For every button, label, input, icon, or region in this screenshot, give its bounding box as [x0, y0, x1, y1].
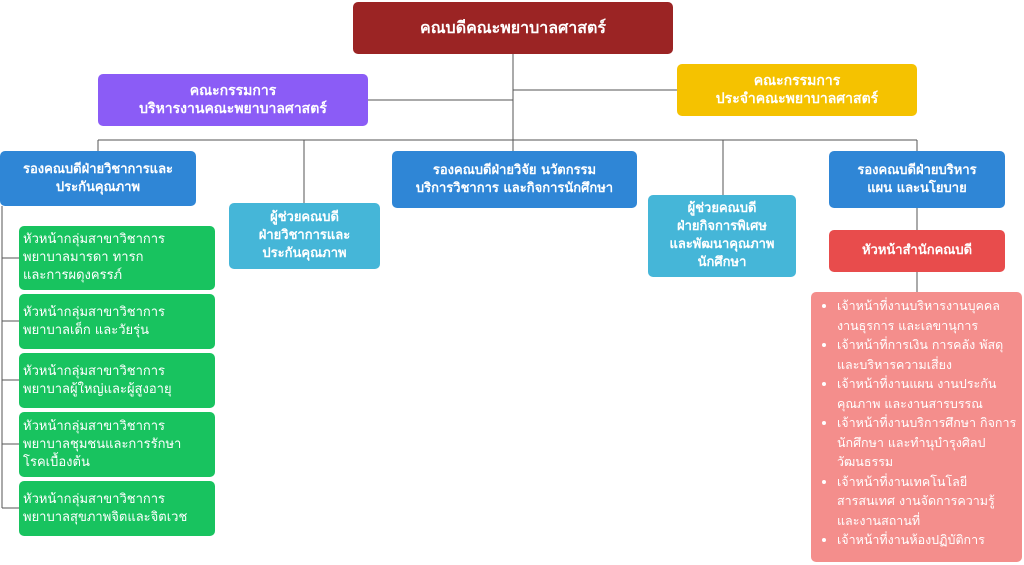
department-head-maternal: หัวหน้ากลุ่มสาขาวิชาการ พยาบาลมารดา ทารก… [19, 226, 215, 290]
department-head-line: พยาบาลชุมชนและการรักษา [23, 436, 182, 452]
department-head-line: พยาบาลสุขภาพจิตและจิตเวช [23, 509, 188, 525]
faculty-board-line-2: ประจำคณะพยาบาลศาสตร์ [715, 91, 879, 107]
assistant-academic-line-2: ฝ่ายวิชาการและ [258, 228, 351, 243]
office-staff-list-box: เจ้าหน้าที่งานบริหารงานบุคคล งานธุรการ แ… [811, 292, 1022, 562]
vice-dean-research-line-1: รองคณบดีฝ่ายวิจัย นวัตกรรม [432, 162, 597, 178]
vice-dean-research-line-2: บริการวิชาการ และกิจการนักศึกษา [415, 180, 614, 196]
department-head-pediatric: หัวหน้ากลุ่มสาขาวิชาการ พยาบาลเด็ก และวั… [19, 294, 215, 349]
department-head-line: หัวหน้ากลุ่มสาขาวิชาการ [23, 232, 166, 247]
vice-dean-academic-line-2: ประกันคุณภาพ [55, 179, 141, 195]
department-head-mental-health: หัวหน้ากลุ่มสาขาวิชาการ พยาบาลสุขภาพจิตแ… [19, 481, 215, 536]
assistant-dean-academic-box: ผู้ช่วยคณบดี ฝ่ายวิชาการและ ประกันคุณภาพ [229, 203, 380, 269]
department-head-line: พยาบาลเด็ก และวัยรุ่น [23, 322, 150, 338]
vice-dean-research-box: รองคณบดีฝ่ายวิจัย นวัตกรรม บริการวิชาการ… [392, 151, 637, 208]
executive-committee-line-2: บริหารงานคณะพยาบาลศาสตร์ [139, 101, 327, 117]
faculty-board-box: คณะกรรมการ ประจำคณะพยาบาลศาสตร์ [677, 64, 917, 116]
department-head-line: หัวหน้ากลุ่มสาขาวิชาการ [23, 363, 166, 379]
assistant-special-line-2: ฝ่ายกิจการพิเศษ [676, 219, 767, 234]
faculty-board-line-1: คณะกรรมการ [753, 73, 841, 89]
department-head-line: หัวหน้ากลุ่มสาขาวิชาการ [23, 304, 166, 320]
vice-dean-admin-box: รองคณบดีฝ่ายบริหาร แผน และนโยบาย [829, 151, 1005, 208]
vice-dean-admin-line-2: แผน และนโยบาย [867, 180, 967, 196]
dean-label: คณบดีคณะพยาบาลศาสตร์ [420, 18, 606, 37]
assistant-dean-special-box: ผู้ช่วยคณบดี ฝ่ายกิจการพิเศษ และพัฒนาคุณ… [648, 195, 796, 277]
executive-committee-line-1: คณะกรรมการ [189, 83, 277, 99]
vice-dean-academic-line-1: รองคณบดีฝ่ายวิชาการและ [22, 161, 174, 177]
department-head-community: หัวหน้ากลุ่มสาขาวิชาการ พยาบาลชุมชนและกา… [19, 412, 215, 477]
office-staff-item: เจ้าหน้าที่งานบริการศึกษา กิจการนักศึกษา… [837, 413, 1018, 472]
assistant-special-line-3: และพัฒนาคุณภาพ [669, 237, 775, 252]
department-head-line: พยาบาลผู้ใหญ่และผู้สูงอายุ [23, 381, 172, 397]
office-staff-item: เจ้าหน้าที่งานเทคโนโลยีสารสนเทศ งานจัดกา… [837, 472, 1018, 531]
department-head-line: หัวหน้ากลุ่มสาขาวิชาการ [23, 491, 166, 507]
executive-committee-box: คณะกรรมการ บริหารงานคณะพยาบาลศาสตร์ [98, 74, 368, 126]
assistant-academic-line-3: ประกันคุณภาพ [262, 246, 347, 261]
department-head-line: และการผดุงครรภ์ [23, 268, 123, 283]
office-staff-item: เจ้าหน้าที่งานแผน งานประกันคุณภาพ และงาน… [837, 374, 1018, 413]
department-head-line: พยาบาลมารดา ทารก [23, 250, 144, 265]
office-staff-item: เจ้าหน้าที่งานบริหารงานบุคคล งานธุรการ แ… [837, 296, 1018, 335]
assistant-academic-line-1: ผู้ช่วยคณบดี [270, 210, 339, 225]
department-head-line: หัวหน้ากลุ่มสาขาวิชาการ [23, 418, 166, 434]
office-staff-item: เจ้าหน้าที่งานห้องปฏิบัติการ [837, 530, 1018, 550]
vice-dean-admin-line-1: รองคณบดีฝ่ายบริหาร [857, 162, 977, 178]
office-staff-item: เจ้าหน้าที่การเงิน การคลัง พัสดุ และบริห… [837, 335, 1018, 374]
dean-box: คณบดีคณะพยาบาลศาสตร์ [353, 2, 673, 54]
vice-dean-academic-box: รองคณบดีฝ่ายวิชาการและ ประกันคุณภาพ [0, 151, 196, 206]
department-head-line: โรคเบื้องต้น [23, 454, 90, 470]
office-staff-list: เจ้าหน้าที่งานบริหารงานบุคคล งานธุรการ แ… [815, 296, 1018, 550]
department-head-adult: หัวหน้ากลุ่มสาขาวิชาการ พยาบาลผู้ใหญ่และ… [19, 353, 215, 408]
dean-office-head-box: หัวหน้าสำนักคณบดี [829, 230, 1005, 272]
assistant-special-line-4: นักศึกษา [697, 255, 747, 270]
dean-office-head-label: หัวหน้าสำนักคณบดี [861, 243, 973, 258]
assistant-special-line-1: ผู้ช่วยคณบดี [687, 201, 757, 216]
